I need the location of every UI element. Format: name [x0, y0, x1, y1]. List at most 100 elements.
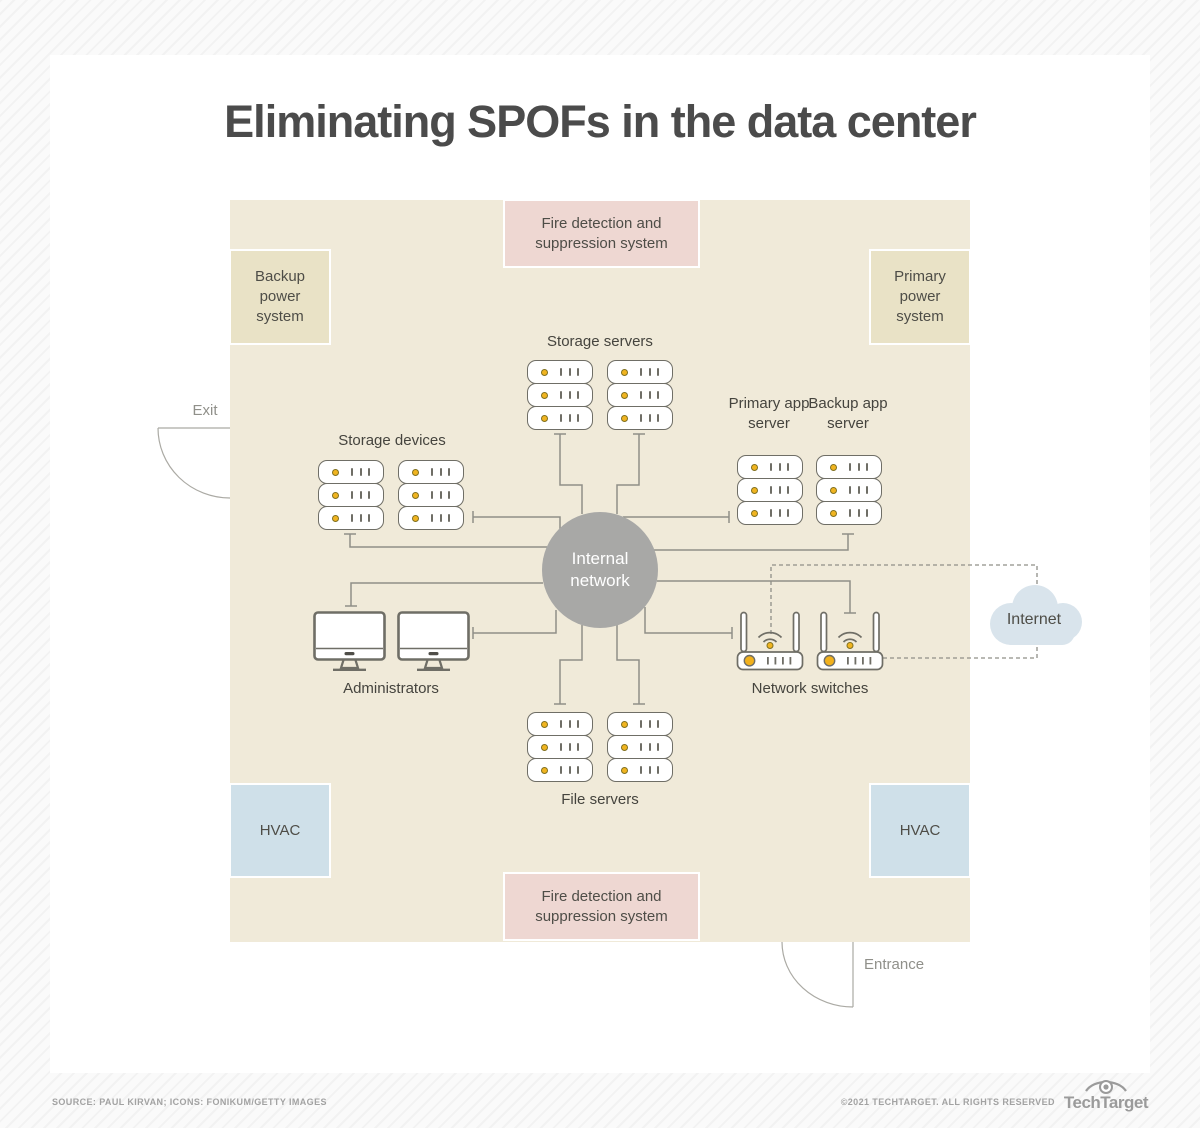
- server-stack-icon: [607, 712, 673, 782]
- vent-bars-icon: [849, 486, 868, 494]
- server-unit: [607, 406, 673, 430]
- server-unit: [318, 506, 384, 530]
- led-dot-icon: [332, 514, 339, 522]
- entrance-label: Entrance: [864, 956, 925, 973]
- server-stack-icon: [816, 455, 882, 525]
- led-dot-icon: [621, 720, 628, 728]
- vent-bars-icon: [560, 391, 579, 399]
- led-dot-icon: [541, 414, 548, 422]
- led-dot-icon: [332, 491, 339, 499]
- server-unit: [318, 483, 384, 507]
- copyright-text: ©2021 TECHTARGET. ALL RIGHTS RESERVED: [840, 1096, 1055, 1107]
- backup-app-server-label: Backup app server: [808, 395, 888, 433]
- led-dot-icon: [621, 766, 628, 774]
- led-dot-icon: [621, 391, 628, 399]
- zone-label: Primary power system: [894, 268, 946, 325]
- vent-bars-icon: [640, 391, 659, 399]
- eye-icon: [1085, 1080, 1127, 1094]
- page-title: Eliminating SPOFs in the data center: [224, 96, 977, 147]
- server-stack-icon: [527, 712, 593, 782]
- led-dot-icon: [541, 766, 548, 774]
- vent-bars-icon: [640, 743, 659, 751]
- server-unit: [816, 478, 882, 502]
- server-unit: [398, 483, 464, 507]
- led-dot-icon: [621, 368, 628, 376]
- server-unit: [527, 735, 593, 759]
- file-servers-label: File servers: [561, 791, 639, 808]
- server-stack-icon: [318, 460, 384, 530]
- led-dot-icon: [830, 486, 837, 494]
- led-dot-icon: [541, 743, 548, 751]
- server-unit: [607, 758, 673, 782]
- server-unit: [737, 455, 803, 479]
- vent-bars-icon: [431, 468, 450, 476]
- zone-fire-detection-top: Fire detection and suppression system: [503, 199, 700, 268]
- storage-devices-label: Storage devices: [338, 432, 446, 449]
- vent-bars-icon: [560, 720, 579, 728]
- server-unit: [527, 712, 593, 736]
- source-credit: SOURCE: PAUL KIRVAN; ICONS: FONIKUM/GETT…: [52, 1097, 327, 1107]
- server-unit: [816, 501, 882, 525]
- led-dot-icon: [830, 463, 837, 471]
- vent-bars-icon: [351, 491, 370, 499]
- server-unit: [607, 360, 673, 384]
- vent-bars-icon: [640, 720, 659, 728]
- led-dot-icon: [751, 486, 758, 494]
- administrators-label: Administrators: [343, 680, 439, 697]
- internal-network-label: Internal network: [570, 548, 630, 590]
- zone-label: Backup power system: [254, 268, 306, 325]
- zone-backup-power: Backup power system: [229, 249, 331, 345]
- internet-label: Internet: [1006, 611, 1062, 628]
- server-stack-icon: [527, 360, 593, 430]
- vent-bars-icon: [770, 509, 789, 517]
- vent-bars-icon: [560, 743, 579, 751]
- router-icon: [736, 611, 804, 676]
- vent-bars-icon: [560, 766, 579, 774]
- server-stack-icon: [607, 360, 673, 430]
- led-dot-icon: [541, 720, 548, 728]
- zone-hvac-right: HVAC: [869, 783, 971, 878]
- server-unit: [527, 406, 593, 430]
- vent-bars-icon: [849, 463, 868, 471]
- vent-bars-icon: [560, 414, 579, 422]
- led-dot-icon: [412, 468, 419, 476]
- footer-right: ©2021 TECHTARGET. ALL RIGHTS RESERVED Te…: [840, 1076, 1149, 1113]
- zone-label: Fire detection and suppression system: [535, 887, 668, 925]
- server-unit: [318, 460, 384, 484]
- zone-fire-detection-bottom: Fire detection and suppression system: [503, 872, 700, 941]
- router-icon: [816, 611, 884, 676]
- led-dot-icon: [412, 514, 419, 522]
- vent-bars-icon: [640, 414, 659, 422]
- server-unit: [816, 455, 882, 479]
- zone-label: Fire detection and suppression system: [535, 214, 668, 252]
- led-dot-icon: [412, 491, 419, 499]
- network-switches-label: Network switches: [751, 680, 869, 697]
- server-unit: [607, 712, 673, 736]
- internet-cloud: Internet: [983, 582, 1093, 648]
- vent-bars-icon: [560, 368, 579, 376]
- internal-network-node: Internal network: [542, 512, 658, 628]
- monitor-icon: [313, 611, 386, 678]
- server-stack-icon: [398, 460, 464, 530]
- led-dot-icon: [541, 368, 548, 376]
- vent-bars-icon: [849, 509, 868, 517]
- server-unit: [527, 360, 593, 384]
- server-unit: [398, 506, 464, 530]
- led-dot-icon: [751, 509, 758, 517]
- vent-bars-icon: [770, 486, 789, 494]
- vent-bars-icon: [351, 514, 370, 522]
- led-dot-icon: [621, 743, 628, 751]
- zone-primary-power: Primary power system: [869, 249, 971, 345]
- primary-app-server-label: Primary app server: [728, 395, 810, 433]
- vent-bars-icon: [640, 368, 659, 376]
- exit-label: Exit: [192, 402, 218, 419]
- led-dot-icon: [541, 391, 548, 399]
- server-stack-icon: [737, 455, 803, 525]
- storage-servers-label: Storage servers: [547, 333, 653, 350]
- server-unit: [527, 758, 593, 782]
- server-unit: [607, 383, 673, 407]
- server-unit: [607, 735, 673, 759]
- techtarget-logo: TechTarget: [1064, 1076, 1149, 1113]
- server-unit: [737, 501, 803, 525]
